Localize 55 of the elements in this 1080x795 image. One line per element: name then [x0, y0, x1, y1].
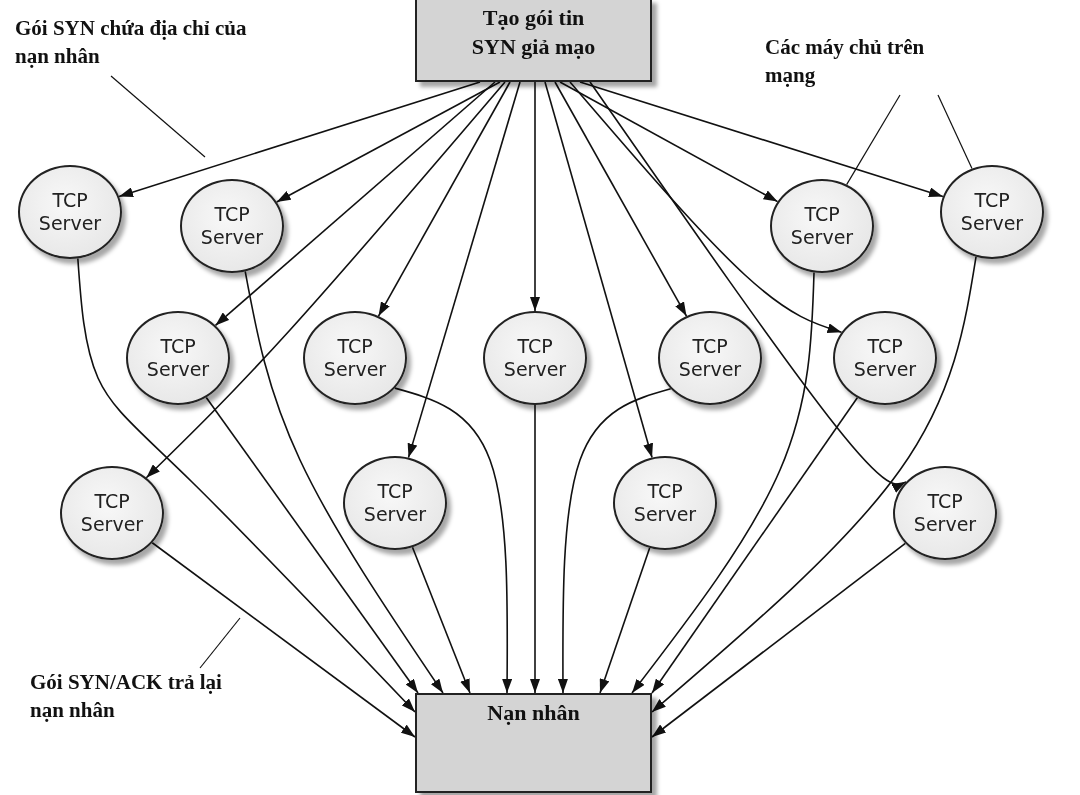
- arrow: [559, 81, 779, 203]
- server-ellipse: [343, 456, 447, 550]
- process-box: [415, 0, 652, 82]
- leader-line: [937, 94, 973, 170]
- server-label: TCP Server: [362, 480, 428, 526]
- server-label: TCP Server: [502, 335, 568, 381]
- arrow: [411, 546, 471, 694]
- arrow: [407, 81, 521, 459]
- server-label: TCP Server: [145, 335, 211, 381]
- arrow: [275, 81, 501, 203]
- server-ellipse: [303, 311, 407, 405]
- arrow: [579, 81, 944, 198]
- server-ellipse: [770, 179, 874, 273]
- leader-line: [199, 617, 241, 669]
- arrow: [557, 388, 672, 694]
- server-label: TCP Server: [789, 203, 855, 249]
- server-ellipse: [893, 466, 997, 560]
- server-label: TCP Server: [37, 189, 103, 235]
- server-label: TCP Server: [632, 480, 698, 526]
- arrow: [145, 81, 506, 479]
- server-label: TCP Server: [199, 203, 265, 249]
- arrow: [599, 547, 651, 694]
- server-label: TCP Server: [959, 189, 1025, 235]
- annotation-text: Gói SYN/ACK trả lại nạn nhân: [30, 669, 223, 725]
- arrow: [244, 270, 444, 694]
- arrow: [151, 541, 416, 738]
- server-ellipse: [60, 466, 164, 560]
- arrow: [214, 81, 496, 327]
- arrow: [77, 257, 416, 713]
- arrow: [651, 542, 907, 738]
- arrow: [205, 396, 419, 694]
- server-label: TCP Server: [322, 335, 388, 381]
- arrow: [651, 397, 859, 694]
- arrow: [118, 81, 481, 198]
- annotation-text: Gói SYN chứa địa chỉ của nạn nhân: [15, 15, 248, 71]
- server-label: TCP Server: [79, 490, 145, 536]
- arrow: [631, 271, 815, 694]
- server-label: TCP Server: [912, 490, 978, 536]
- box-label: Nạn nhân: [486, 699, 581, 727]
- server-label: TCP Server: [852, 335, 918, 381]
- leader-line: [110, 75, 206, 158]
- arrow: [544, 81, 653, 459]
- arrow: [530, 81, 540, 312]
- box-label: Tạo gói tin SYN giả mạo: [470, 4, 597, 61]
- arrow: [377, 81, 511, 317]
- leader-line: [846, 94, 901, 186]
- annotation-text: Các máy chủ trên mạng: [765, 34, 926, 90]
- server-label: TCP Server: [677, 335, 743, 381]
- arrow: [569, 81, 843, 334]
- arrow: [651, 255, 977, 713]
- arrow: [394, 387, 513, 694]
- arrow: [530, 404, 540, 694]
- server-ellipse: [658, 311, 762, 405]
- arrow: [554, 81, 688, 317]
- process-box: [415, 693, 652, 793]
